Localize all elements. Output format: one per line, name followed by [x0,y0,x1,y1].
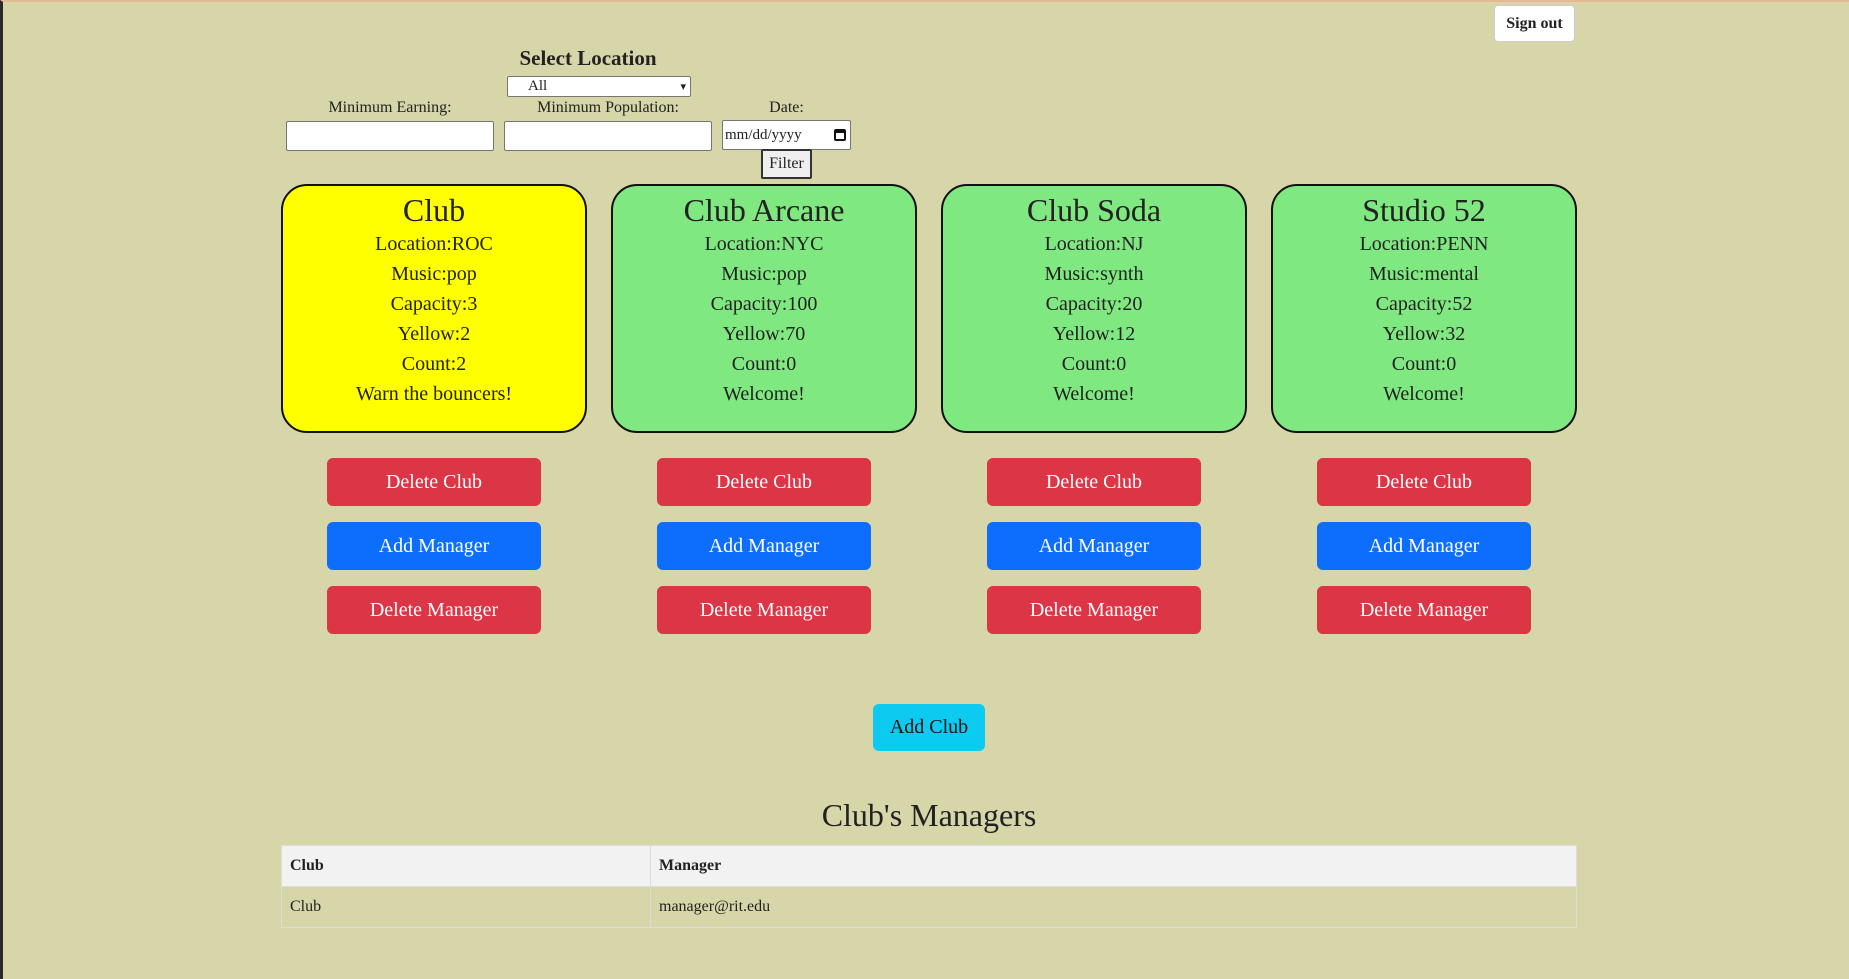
calendar-icon[interactable] [834,129,846,141]
table-header-row: Club Manager [281,845,1577,887]
min-earning-label: Minimum Earning: [328,99,452,116]
delete-club-button[interactable]: Delete Club [1317,458,1531,506]
table-row: Club manager@rit.edu [281,886,1577,928]
filter-button[interactable]: Filter [761,149,812,179]
min-population-label: Minimum Population: [537,99,679,116]
date-input[interactable]: mm/dd/yyyy [722,120,851,150]
min-population-input[interactable] [504,121,712,151]
club-capacity: Capacity:52 [1375,293,1473,315]
club-message: Welcome! [1383,383,1465,405]
club-music: Music:synth [1044,263,1144,285]
delete-manager-button[interactable]: Delete Manager [657,586,871,634]
club-message: Welcome! [1053,383,1135,405]
delete-manager-button[interactable]: Delete Manager [987,586,1201,634]
club-card: Club Location:ROC Music:pop Capacity:3 Y… [281,184,587,433]
delete-club-button[interactable]: Delete Club [987,458,1201,506]
club-yellow: Yellow:2 [397,323,471,345]
club-count: Count:0 [1061,353,1127,375]
delete-manager-button[interactable]: Delete Manager [1317,586,1531,634]
club-capacity: Capacity:3 [390,293,478,315]
club-name: Studio 52 [1362,192,1486,228]
club-card: Club Soda Location:NJ Music:synth Capaci… [941,184,1247,433]
club-capacity: Capacity:20 [1045,293,1143,315]
club-name: Club [402,192,466,228]
add-manager-button[interactable]: Add Manager [327,522,541,570]
club-location: Location:ROC [375,233,493,255]
table-cell-club: Club [281,886,651,928]
min-earning-input[interactable] [286,121,494,151]
club-yellow: Yellow:32 [1382,323,1466,345]
column-header-club: Club [281,845,651,887]
add-manager-button[interactable]: Add Manager [987,522,1201,570]
club-capacity: Capacity:100 [710,293,818,315]
add-manager-button[interactable]: Add Manager [657,522,871,570]
club-name: Club Arcane [683,192,845,228]
location-select[interactable]: All ▾ [507,76,691,97]
date-placeholder: mm/dd/yyyy [725,126,802,143]
sign-out-button[interactable]: Sign out [1494,5,1575,42]
delete-manager-button[interactable]: Delete Manager [327,586,541,634]
managers-title: Club's Managers [821,797,1037,833]
club-music: Music:pop [721,263,807,285]
club-card: Club Arcane Location:NYC Music:pop Capac… [611,184,917,433]
column-header-manager: Manager [650,845,1577,887]
club-message: Welcome! [723,383,805,405]
club-music: Music:mental [1369,263,1479,285]
club-yellow: Yellow:70 [722,323,806,345]
table-cell-manager: manager@rit.edu [650,886,1577,928]
club-count: Count:0 [731,353,797,375]
managers-table: Club Manager Club manager@rit.edu [281,845,1577,928]
delete-club-button[interactable]: Delete Club [657,458,871,506]
club-music: Music:pop [391,263,477,285]
select-location-title: Select Location [519,46,657,70]
add-manager-button[interactable]: Add Manager [1317,522,1531,570]
chevron-down-icon: ▾ [680,81,686,93]
date-label: Date: [769,99,804,116]
club-card: Studio 52 Location:PENN Music:mental Cap… [1271,184,1577,433]
club-location: Location:NJ [1044,233,1144,255]
club-location: Location:NYC [704,233,824,255]
club-name: Club Soda [1026,192,1162,228]
location-select-value: All [528,78,548,94]
delete-club-button[interactable]: Delete Club [327,458,541,506]
add-club-button[interactable]: Add Club [873,704,985,751]
club-yellow: Yellow:12 [1052,323,1136,345]
club-location: Location:PENN [1359,233,1489,255]
club-message: Warn the bouncers! [355,383,513,405]
club-count: Count:0 [1391,353,1457,375]
club-count: Count:2 [401,353,467,375]
